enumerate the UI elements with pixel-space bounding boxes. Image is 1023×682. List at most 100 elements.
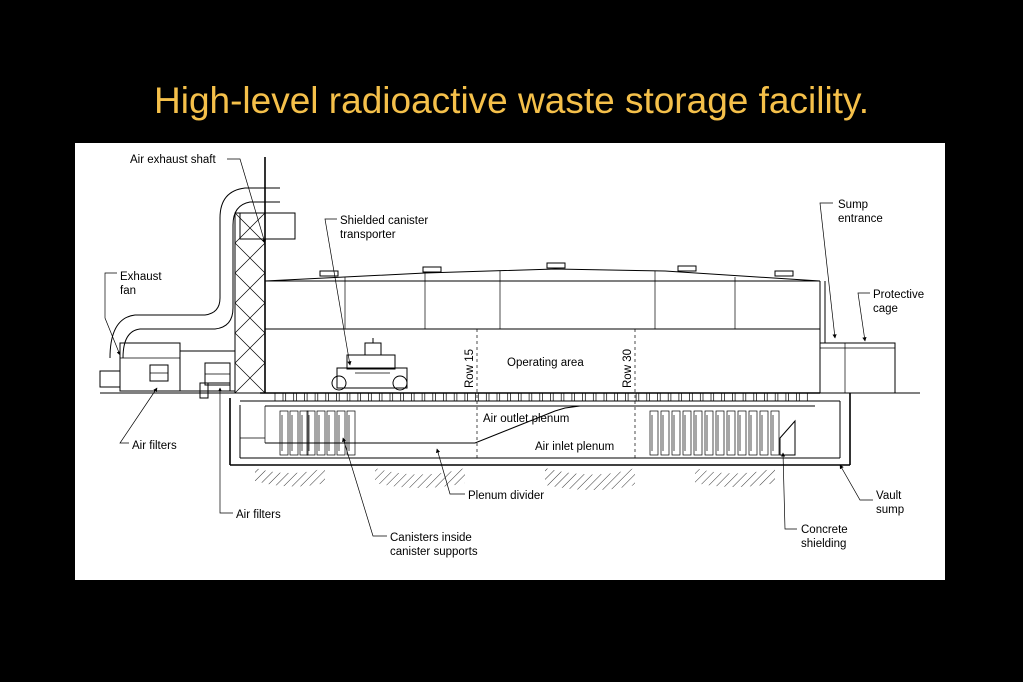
canister-support — [726, 410, 736, 456]
canister-support — [306, 410, 316, 456]
floor-plug — [659, 392, 669, 402]
shielded-canister-transporter — [331, 338, 408, 391]
floor-plug — [606, 392, 616, 402]
floor-plug — [788, 392, 797, 402]
floor-plug — [413, 392, 423, 402]
floor-plug — [713, 392, 723, 402]
floor-plug — [488, 392, 498, 402]
floor-plug — [702, 392, 712, 402]
floor-plug — [584, 392, 594, 402]
floor-plug — [370, 392, 380, 402]
floor-plug — [649, 392, 658, 402]
label-vault-sump-1: Vault — [876, 490, 902, 502]
label-exhaust-fan-1: Exhaust — [120, 271, 162, 283]
label-exhaust-fan-2: fan — [120, 285, 136, 297]
label-shielded-canister-2: transporter — [340, 229, 396, 241]
label-sump-entrance-2: entrance — [838, 213, 883, 225]
canister-support — [737, 410, 747, 456]
label-sump-entrance-1: Sump — [838, 199, 868, 211]
concrete-shielding-block — [779, 419, 796, 456]
label-protective-cage-1: Protective — [873, 289, 924, 301]
label-concrete-shielding-1: Concrete — [801, 524, 848, 536]
label-row-15: Row 15 — [464, 349, 476, 388]
floor-plug — [360, 392, 369, 402]
floor-plug — [627, 392, 637, 402]
floor-plug — [745, 392, 755, 402]
roof-vents — [319, 262, 794, 277]
canister-support — [715, 410, 725, 456]
label-shielded-canister-1: Shielded canister — [340, 215, 428, 227]
label-air-filters-bottom: Air filters — [236, 509, 281, 521]
floor-plug — [574, 392, 583, 402]
diagram-labels: Air exhaust shaft Exhaust fan Shielded c… — [120, 154, 924, 558]
floor-plug — [542, 392, 551, 402]
floor-plug — [510, 392, 519, 402]
floor-plug — [617, 392, 626, 402]
canister-support — [704, 410, 714, 456]
canister-support — [336, 410, 346, 456]
floor-plug — [435, 392, 444, 402]
label-protective-cage-2: cage — [873, 303, 898, 315]
floor-plug — [520, 392, 530, 402]
canister-support — [770, 410, 780, 456]
floor-plug — [766, 392, 776, 402]
floor-plug — [381, 392, 391, 402]
floor-plug — [552, 392, 562, 402]
floor-plug — [392, 392, 402, 402]
air-exhaust-shaft — [234, 157, 266, 394]
label-canisters-1: Canisters inside — [390, 532, 472, 544]
plenum-divider — [265, 329, 636, 458]
canister-support — [316, 410, 326, 456]
label-air-filters-left: Air filters — [132, 440, 177, 452]
exhaust-duct — [109, 187, 296, 359]
floor-plug — [691, 392, 701, 402]
floor-plug — [670, 392, 680, 402]
canister-support — [748, 410, 758, 456]
floor-plug — [328, 392, 337, 402]
floor-plug — [445, 392, 455, 402]
canister-support — [649, 410, 659, 456]
facility-cross-section: Air exhaust shaft Exhaust fan Shielded c… — [99, 154, 924, 558]
canister-support — [346, 410, 356, 456]
label-operating-area: Operating area — [507, 357, 584, 369]
label-concrete-shielding-2: shielding — [801, 538, 846, 550]
callout-leaders — [104, 158, 873, 537]
canister-support — [279, 410, 289, 456]
canister-support — [682, 410, 692, 456]
floor-plug — [595, 392, 605, 402]
slide-title: High-level radioactive waste storage fac… — [154, 80, 869, 121]
label-air-exhaust-shaft: Air exhaust shaft — [130, 154, 216, 166]
floor-plug — [274, 392, 284, 402]
floor-plug — [349, 392, 359, 402]
floor-plug — [499, 392, 509, 402]
canister-support — [693, 410, 703, 456]
floor-plugs — [274, 392, 808, 402]
ground-hatching — [255, 468, 775, 490]
floor-plug — [477, 392, 487, 402]
floor-plug — [681, 392, 690, 402]
canister-support — [660, 410, 670, 456]
floor-plug — [317, 392, 327, 402]
label-row-30: Row 30 — [622, 349, 634, 388]
floor-plug — [296, 392, 305, 402]
floor-plug — [285, 392, 295, 402]
floor-plug — [467, 392, 476, 402]
building-shell — [264, 268, 821, 393]
canister-support — [326, 410, 336, 456]
floor-plug — [798, 392, 808, 402]
floor-plug — [424, 392, 434, 402]
floor-plug — [724, 392, 733, 402]
label-air-inlet-plenum: Air inlet plenum — [535, 441, 614, 453]
floor-plug — [306, 392, 316, 402]
protective-cage — [819, 281, 896, 394]
floor-plug — [563, 392, 573, 402]
canister-support — [759, 410, 769, 456]
canister-support — [671, 410, 681, 456]
floor-plug — [777, 392, 787, 402]
floor-plug — [638, 392, 648, 402]
floor-plug — [456, 392, 466, 402]
canister-supports — [279, 410, 780, 456]
canister-support — [299, 410, 309, 456]
floor-plug — [734, 392, 744, 402]
label-plenum-divider: Plenum divider — [468, 490, 544, 502]
